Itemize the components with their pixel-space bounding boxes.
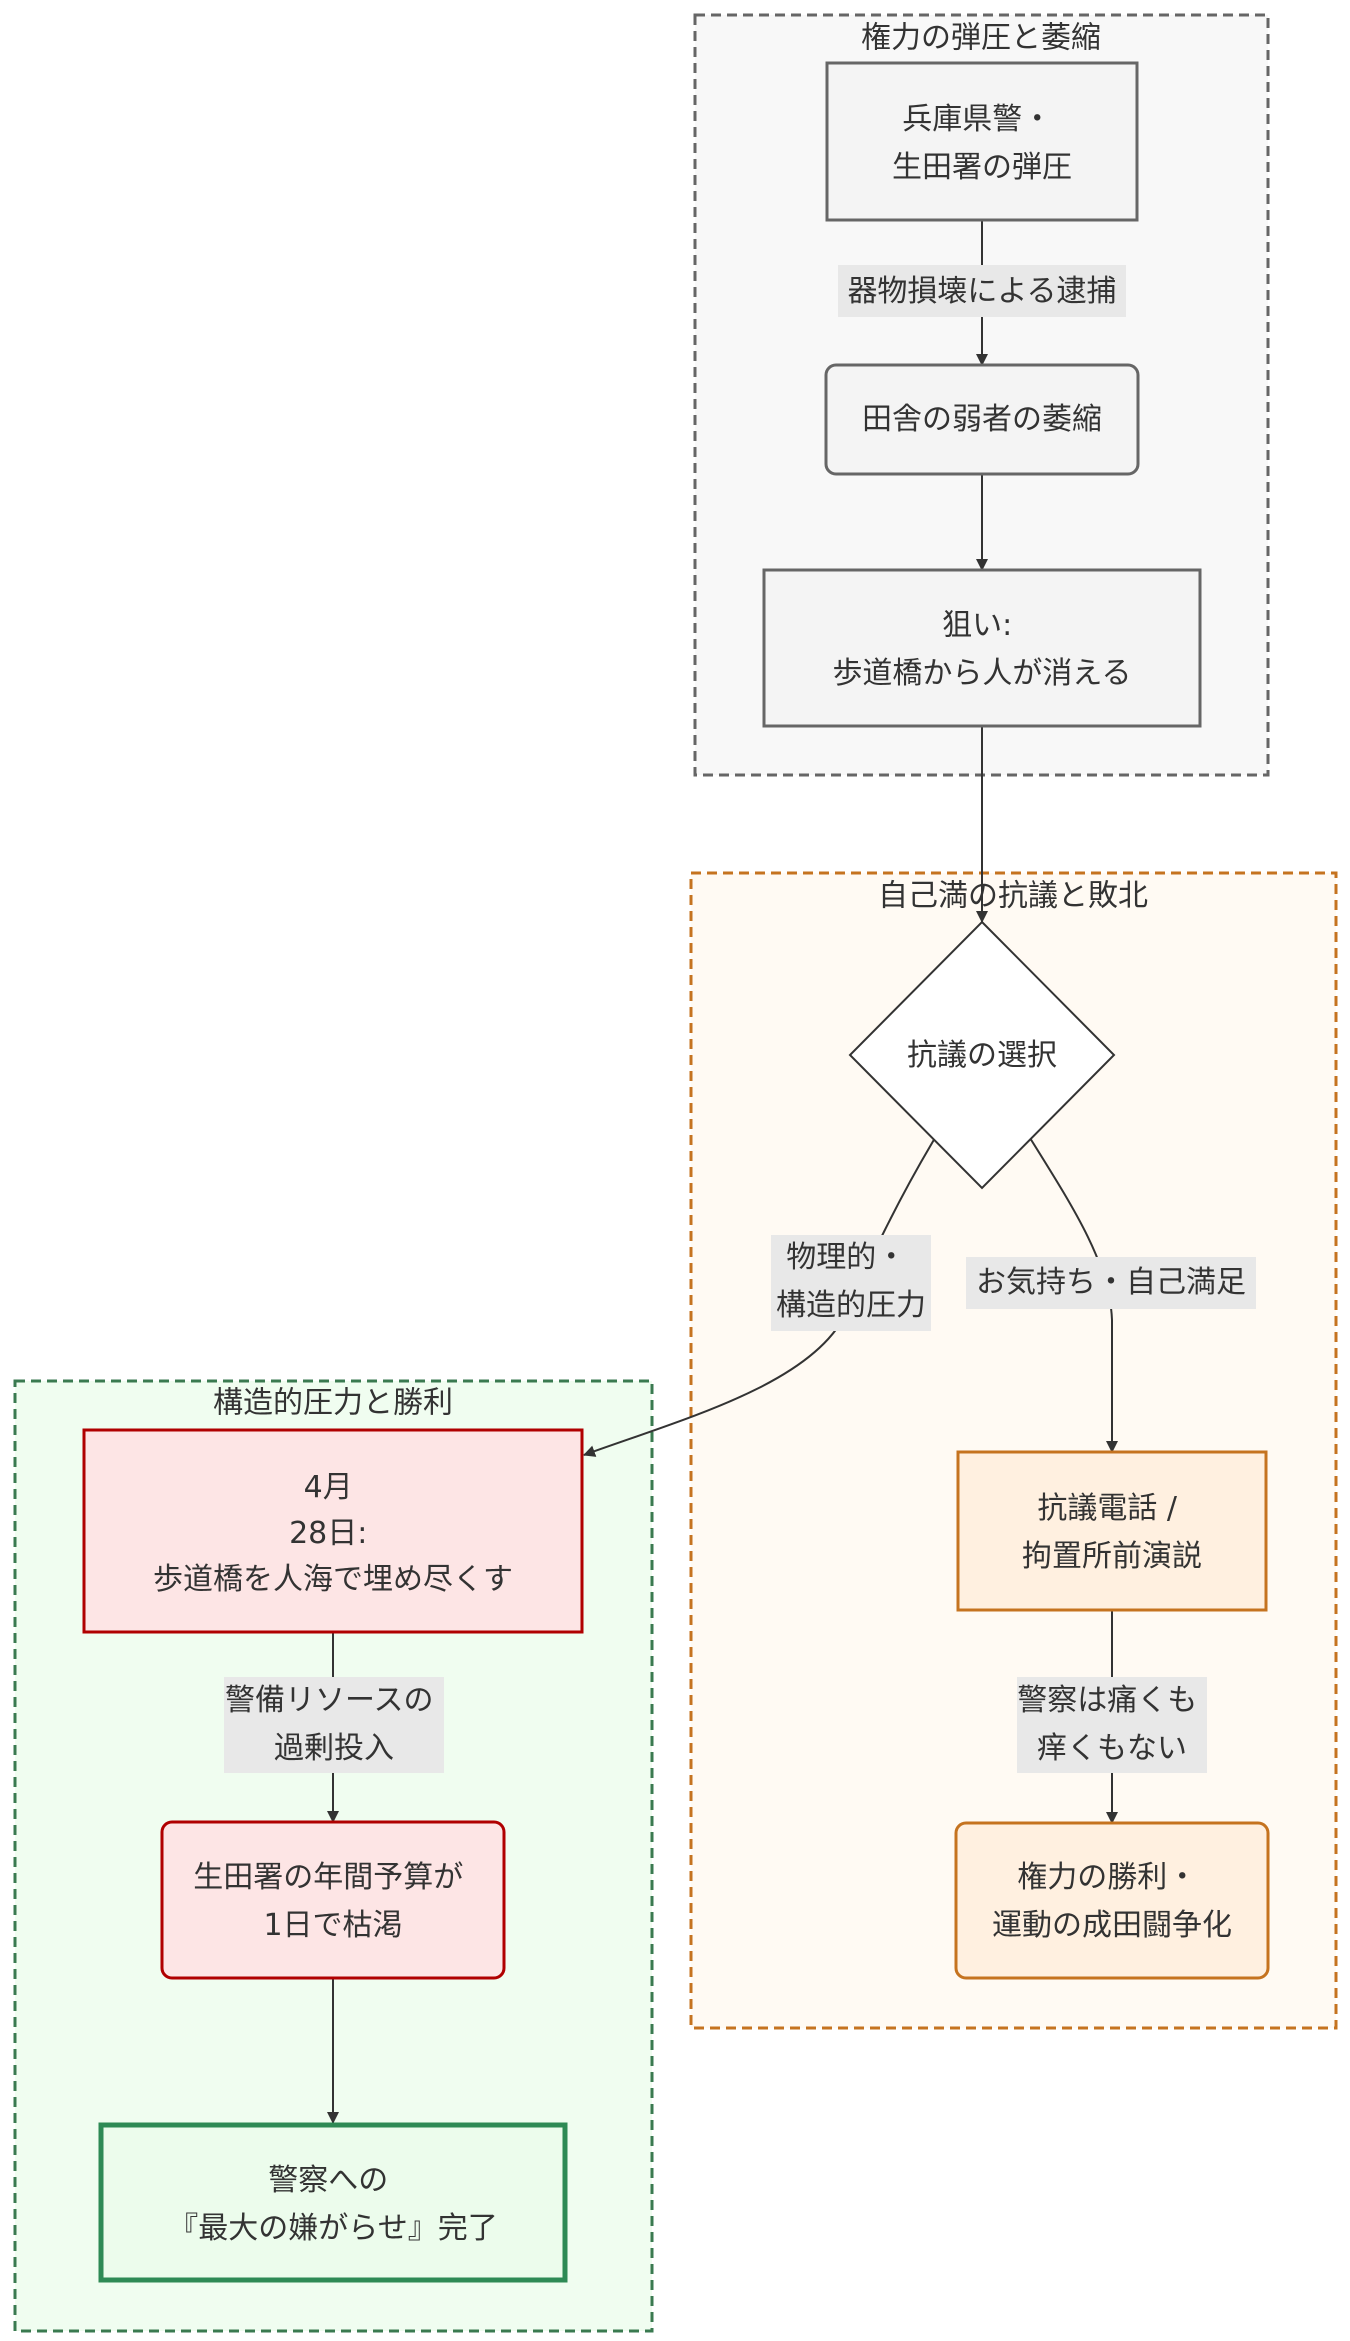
node-shrink-line-1: 田舎の弱者の萎縮 <box>862 402 1102 437</box>
node-police: 兵庫県警・ 生田署の弾圧 <box>825 61 1139 222</box>
edge-label-physical-bg <box>771 1235 931 1331</box>
node-shrink-box <box>824 363 1140 476</box>
node-april-text: 4月 28日: 歩道橋を人海で埋め尽くす <box>153 1470 513 1597</box>
edge-label-arrest: 器物損壊による逮捕 <box>838 265 1126 317</box>
node-april-line-2: 28日: <box>289 1516 367 1551</box>
edge-label-physical: 物理的・ 構造的圧力 <box>771 1235 931 1331</box>
edge-label-feel-text: お気持ち・自己満足 <box>976 1265 1246 1300</box>
node-choice-line-1: 抗議の選択 <box>907 1038 1057 1073</box>
node-power-win-line-1: 権力の勝利・ <box>1017 1860 1197 1895</box>
edge-label-no-pain-text: 警察は痛くも 痒くもない <box>1017 1683 1207 1766</box>
node-aim-text: 狙い: 歩道橋から人が消える <box>832 608 1131 691</box>
edge-label-arrest-bg <box>838 265 1126 317</box>
node-calls-box <box>956 1450 1268 1612</box>
node-power-win-text: 権力の勝利・ 運動の成田闘争化 <box>992 1860 1232 1943</box>
node-april-line-1: 4月 <box>304 1470 353 1505</box>
edge-label-resources-text: 警備リソースの 過剰投入 <box>225 1683 443 1766</box>
node-calls-text: 抗議電話 / 拘置所前演説 <box>1022 1491 1202 1574</box>
node-budget-text: 生田署の年間予算が 1日で枯渇 <box>193 1860 473 1943</box>
node-police-line-1: 兵庫県警・ <box>902 102 1052 137</box>
node-budget: 生田署の年間予算が 1日で枯渇 <box>160 1820 506 1980</box>
node-police-line-2: 生田署の弾圧 <box>892 150 1072 185</box>
node-april: 4月 28日: 歩道橋を人海で埋め尽くす <box>82 1428 584 1634</box>
node-power-win-box <box>954 1821 1270 1980</box>
node-power-win-line-2: 運動の成田闘争化 <box>992 1908 1232 1943</box>
node-calls-line-1: 抗議電話 / <box>1037 1491 1178 1526</box>
edge-label-feel-bg <box>966 1257 1256 1309</box>
node-calls-line-2: 拘置所前演説 <box>1022 1539 1202 1574</box>
node-choice-text: 抗議の選択 <box>907 1038 1057 1073</box>
edge-label-resources-line-1: 警備リソースの <box>225 1683 434 1718</box>
node-april-line-3: 歩道橋を人海で埋め尽くす <box>153 1562 513 1597</box>
node-choice: 抗議の選択 <box>848 920 1116 1190</box>
node-harass-line-1: 警察への <box>268 2163 388 2198</box>
edge-label-feel: お気持ち・自己満足 <box>966 1257 1256 1309</box>
edge-label-arrest-line: 器物損壊による逮捕 <box>847 274 1116 309</box>
node-shrink: 田舎の弱者の萎縮 <box>824 363 1140 476</box>
node-power-win: 権力の勝利・ 運動の成田闘争化 <box>954 1821 1270 1980</box>
node-harass-box <box>98 2122 568 2283</box>
edge-label-arrest-text: 器物損壊による逮捕 <box>847 274 1116 309</box>
node-harass: 警察への 『最大の嫌がらせ』完了 <box>98 2122 568 2283</box>
node-police-text: 兵庫県警・ 生田署の弾圧 <box>892 102 1072 185</box>
edge-label-no-pain: 警察は痛くも 痒くもない <box>1017 1677 1207 1773</box>
node-shrink-text: 田舎の弱者の萎縮 <box>862 402 1102 437</box>
node-harass-text: 警察への 『最大の嫌がらせ』完了 <box>168 2163 497 2246</box>
edge-label-physical-line-2: 構造的圧力 <box>776 1288 926 1323</box>
node-april-box <box>82 1428 584 1634</box>
node-budget-line-1: 生田署の年間予算が <box>193 1860 463 1895</box>
edge-label-no-pain-line-1: 警察は痛くも <box>1017 1683 1197 1718</box>
edge-label-physical-line-1: 物理的・ <box>786 1240 906 1275</box>
edge-label-resources-bg <box>224 1677 444 1773</box>
node-harass-line-2: 『最大の嫌がらせ』完了 <box>168 2211 497 2246</box>
node-police-box <box>825 61 1139 222</box>
edge-label-physical-text: 物理的・ 構造的圧力 <box>776 1240 926 1323</box>
node-aim-line-2: 歩道橋から人が消える <box>832 656 1131 691</box>
node-choice-diamond <box>848 920 1116 1190</box>
edge-label-resources-line-2: 過剰投入 <box>274 1731 394 1766</box>
edge-label-no-pain-line-2: 痒くもない <box>1037 1731 1187 1766</box>
group-protest-title: 自己満の抗議と敗北 <box>878 879 1148 914</box>
group-power-title: 権力の弾圧と萎縮 <box>861 21 1101 56</box>
node-aim: 狙い: 歩道橋から人が消える <box>762 568 1202 728</box>
node-aim-line-1: 狙い: <box>942 608 1012 643</box>
node-calls: 抗議電話 / 拘置所前演説 <box>956 1450 1268 1612</box>
node-aim-box <box>762 568 1202 728</box>
node-budget-box <box>160 1820 506 1980</box>
edge-label-resources: 警備リソースの 過剰投入 <box>224 1677 444 1773</box>
node-budget-line-2: 1日で枯渇 <box>263 1908 402 1943</box>
edge-label-feel-line: お気持ち・自己満足 <box>976 1265 1246 1300</box>
edge-label-no-pain-bg <box>1017 1677 1207 1773</box>
group-structural-title: 構造的圧力と勝利 <box>213 1386 453 1421</box>
